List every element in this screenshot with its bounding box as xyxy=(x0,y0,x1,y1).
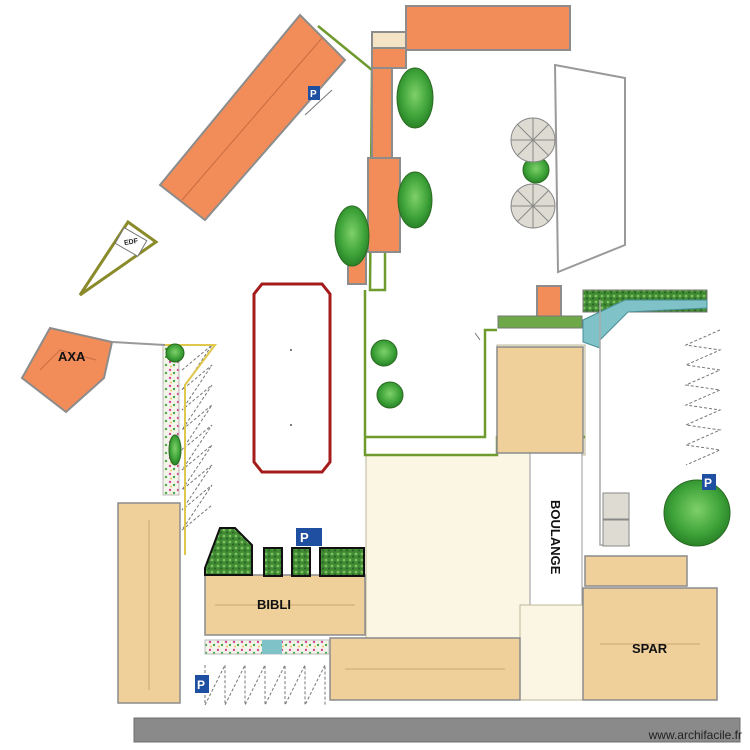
door-arc xyxy=(474,332,481,341)
tree-west-lane xyxy=(165,343,185,363)
axa-building xyxy=(20,326,114,414)
hedge-strip-east xyxy=(497,315,583,329)
axa-label: AXA xyxy=(58,349,86,364)
tan-buildings xyxy=(117,346,718,704)
tree-north-1 xyxy=(396,67,434,129)
long-diagonal-building xyxy=(158,13,347,222)
credit-watermark: www.archifacile.fr xyxy=(648,728,742,742)
edf-box xyxy=(114,227,148,257)
court-marker-bottom xyxy=(290,424,292,426)
svg-text:P: P xyxy=(300,530,309,545)
parking-lane-west xyxy=(165,344,217,555)
market-plaza xyxy=(553,63,626,274)
north-bollard-line xyxy=(304,89,333,116)
water-channel xyxy=(582,299,708,349)
tree-spar-large xyxy=(663,479,731,547)
planter-middle-1 xyxy=(263,547,283,577)
umbrella-2-ribs xyxy=(511,184,555,228)
orange-buildings xyxy=(20,5,571,414)
parking-row-south xyxy=(204,664,326,706)
axa-link xyxy=(111,341,166,346)
parking-sign-center: P xyxy=(296,528,322,546)
svg-text:P: P xyxy=(197,678,205,692)
tree-plaza-1 xyxy=(370,339,398,367)
mid-strip-building-1 xyxy=(371,67,393,159)
parking-row-west xyxy=(181,344,213,531)
umbrella-square-2 xyxy=(602,519,630,547)
details xyxy=(111,89,481,346)
tree-flowerbed xyxy=(168,434,182,466)
sports-court xyxy=(252,282,332,474)
boulange-area xyxy=(529,452,583,606)
path-east-loop xyxy=(365,328,497,439)
tree-west-walk xyxy=(334,205,370,267)
tree-north-2 xyxy=(397,171,433,229)
mid-strip-building-2 xyxy=(367,157,401,253)
north-building xyxy=(405,5,571,51)
planter-west xyxy=(204,527,253,576)
north-annex-roof xyxy=(371,47,407,69)
planter-east xyxy=(319,547,365,577)
teal-gap xyxy=(262,640,282,654)
edf-substation: EDF xyxy=(78,219,159,297)
umbrella-1-ribs xyxy=(511,118,555,162)
tree-plaza-2 xyxy=(376,381,404,409)
parking-sign-east: P xyxy=(702,474,716,490)
parking-row-east xyxy=(684,329,722,466)
spar-label: SPAR xyxy=(632,641,668,656)
court-marker-top xyxy=(290,349,292,351)
umbrella-square-1 xyxy=(602,492,630,520)
umbrellas xyxy=(510,117,630,547)
main-road xyxy=(133,717,741,743)
long-diagonal-ridge xyxy=(181,37,323,201)
spar-annex xyxy=(584,555,688,587)
boulange-label: BOULANGE xyxy=(548,500,563,575)
planter-middle-2 xyxy=(291,547,311,577)
parking-sign-south: P xyxy=(195,675,209,693)
svg-text:P: P xyxy=(704,476,712,490)
court-outline xyxy=(252,282,332,474)
trees xyxy=(165,67,731,547)
edf-enclosure xyxy=(78,219,159,297)
parking-signs: P P P P xyxy=(195,86,716,693)
path-north-bend xyxy=(317,25,387,292)
axa-ridge xyxy=(39,349,97,371)
flower-bed-west xyxy=(162,344,180,496)
courtyard-building xyxy=(496,346,584,454)
svg-text:P: P xyxy=(310,89,317,100)
edf-label: EDF xyxy=(124,238,140,247)
south-walkway xyxy=(519,604,586,701)
parking-sign-north: P xyxy=(308,86,320,100)
bibli-label: BIBLI xyxy=(257,597,291,612)
